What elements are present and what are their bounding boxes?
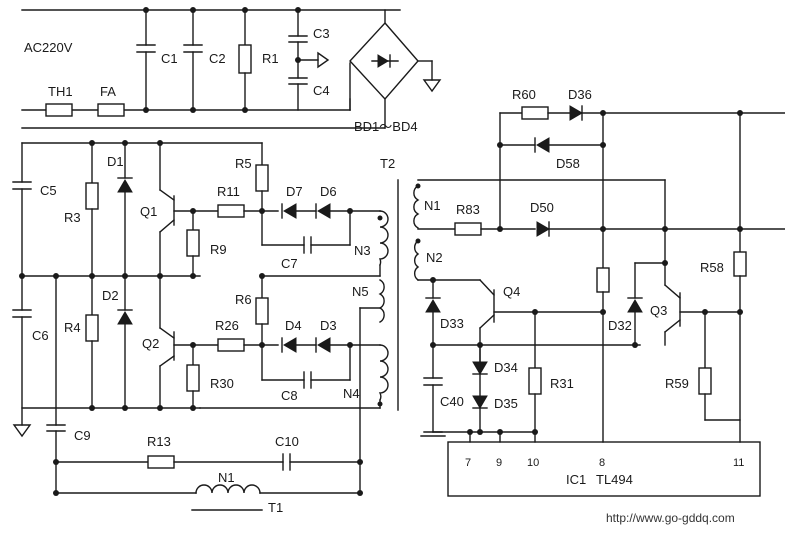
label-r9: R9 — [210, 242, 227, 257]
label-d4: D4 — [285, 318, 302, 333]
label-n1-t1: N1 — [218, 470, 235, 485]
label-ac: AC220V — [24, 40, 73, 55]
label-d7: D7 — [286, 184, 303, 199]
labels: AC220V TH1 FA C1 C2 R1 C3 C4 BD1～BD4 C5 … — [24, 26, 744, 525]
label-d3: D3 — [320, 318, 337, 333]
label-pin9: 9 — [496, 457, 502, 469]
label-pin11: 11 — [733, 457, 744, 469]
r3-resistor — [85, 182, 99, 210]
fa-fuse — [97, 103, 125, 117]
label-c2: C2 — [209, 51, 226, 66]
label-d34: D34 — [494, 360, 518, 375]
label-n2: N2 — [426, 250, 443, 265]
label-c1: C1 — [161, 51, 178, 66]
label-d6: D6 — [320, 184, 337, 199]
label-n4: N4 — [343, 386, 360, 401]
label-q2: Q2 — [142, 336, 159, 351]
half-bridge-section — [12, 140, 399, 511]
label-r4: R4 — [64, 320, 81, 335]
label-d35: D35 — [494, 396, 518, 411]
label-n3: N3 — [354, 243, 371, 258]
r60-resistor — [521, 106, 549, 120]
label-c4: C4 — [313, 83, 330, 98]
control-section — [413, 105, 785, 497]
label-r13: R13 — [147, 434, 171, 449]
r11-resistor — [217, 204, 245, 218]
r5-resistor — [255, 164, 269, 192]
label-r60: R60 — [512, 87, 536, 102]
label-c8: C8 — [281, 388, 298, 403]
label-th1: TH1 — [48, 84, 73, 99]
n4-winding — [378, 344, 389, 401]
label-pin7: 7 — [465, 457, 471, 469]
label-q3: Q3 — [650, 303, 667, 318]
label-c5: C5 — [40, 183, 57, 198]
label-r83: R83 — [456, 202, 480, 217]
r31-resistor — [528, 367, 542, 395]
r30-resistor — [186, 364, 200, 392]
r-pin8-resistor — [596, 267, 610, 293]
label-r59: R59 — [665, 376, 689, 391]
r4-resistor — [85, 314, 99, 342]
n3-winding — [378, 210, 389, 266]
label-c40: C40 — [440, 394, 464, 409]
label-pin10: 10 — [527, 457, 539, 469]
label-d36: D36 — [568, 87, 592, 102]
ic1-tl494-chip — [447, 441, 761, 497]
n5-winding — [378, 279, 385, 323]
t2-n1-winding — [413, 185, 420, 229]
label-tl494: TL494 — [596, 472, 633, 487]
label-d2: D2 — [102, 288, 119, 303]
label-fa: FA — [100, 84, 116, 99]
label-ic1: IC1 — [566, 472, 586, 487]
r9-resistor — [186, 229, 200, 257]
r1-resistor — [238, 44, 252, 74]
source-url: http://www.go-gddq.com — [606, 511, 735, 525]
r6-resistor — [255, 297, 269, 325]
label-c7: C7 — [281, 256, 298, 271]
label-c10: C10 — [275, 434, 299, 449]
label-r31: R31 — [550, 376, 574, 391]
th1-thermistor — [45, 103, 73, 117]
label-c3: C3 — [313, 26, 330, 41]
label-d33: D33 — [440, 316, 464, 331]
label-n5: N5 — [352, 284, 369, 299]
label-r30: R30 — [210, 376, 234, 391]
label-t1: T1 — [268, 500, 283, 515]
label-t2: T2 — [380, 156, 395, 171]
label-d1: D1 — [107, 154, 124, 169]
label-r5: R5 — [235, 156, 252, 171]
label-c9: C9 — [74, 428, 91, 443]
label-r26: R26 — [215, 318, 239, 333]
ac-input-section — [21, 7, 442, 129]
label-r11: R11 — [217, 184, 240, 199]
label-r3: R3 — [64, 210, 81, 225]
r26-resistor — [217, 338, 245, 352]
r13-resistor — [147, 455, 175, 469]
label-r58: R58 — [700, 260, 724, 275]
label-bd: BD1～BD4 — [354, 119, 418, 134]
t1-n1-winding — [195, 484, 261, 494]
label-r6: R6 — [235, 292, 252, 307]
label-pin8: 8 — [599, 457, 605, 469]
r59-resistor — [698, 367, 712, 395]
t2-n2-winding — [414, 240, 420, 281]
label-d32: D32 — [608, 318, 632, 333]
label-d50: D50 — [530, 200, 554, 215]
label-q1: Q1 — [140, 204, 157, 219]
r83-resistor — [454, 222, 482, 236]
label-q4: Q4 — [503, 284, 520, 299]
label-n1: N1 — [424, 198, 441, 213]
label-c6: C6 — [32, 328, 49, 343]
label-d58: D58 — [556, 156, 580, 171]
label-r1: R1 — [262, 51, 279, 66]
r58-resistor — [733, 251, 747, 277]
